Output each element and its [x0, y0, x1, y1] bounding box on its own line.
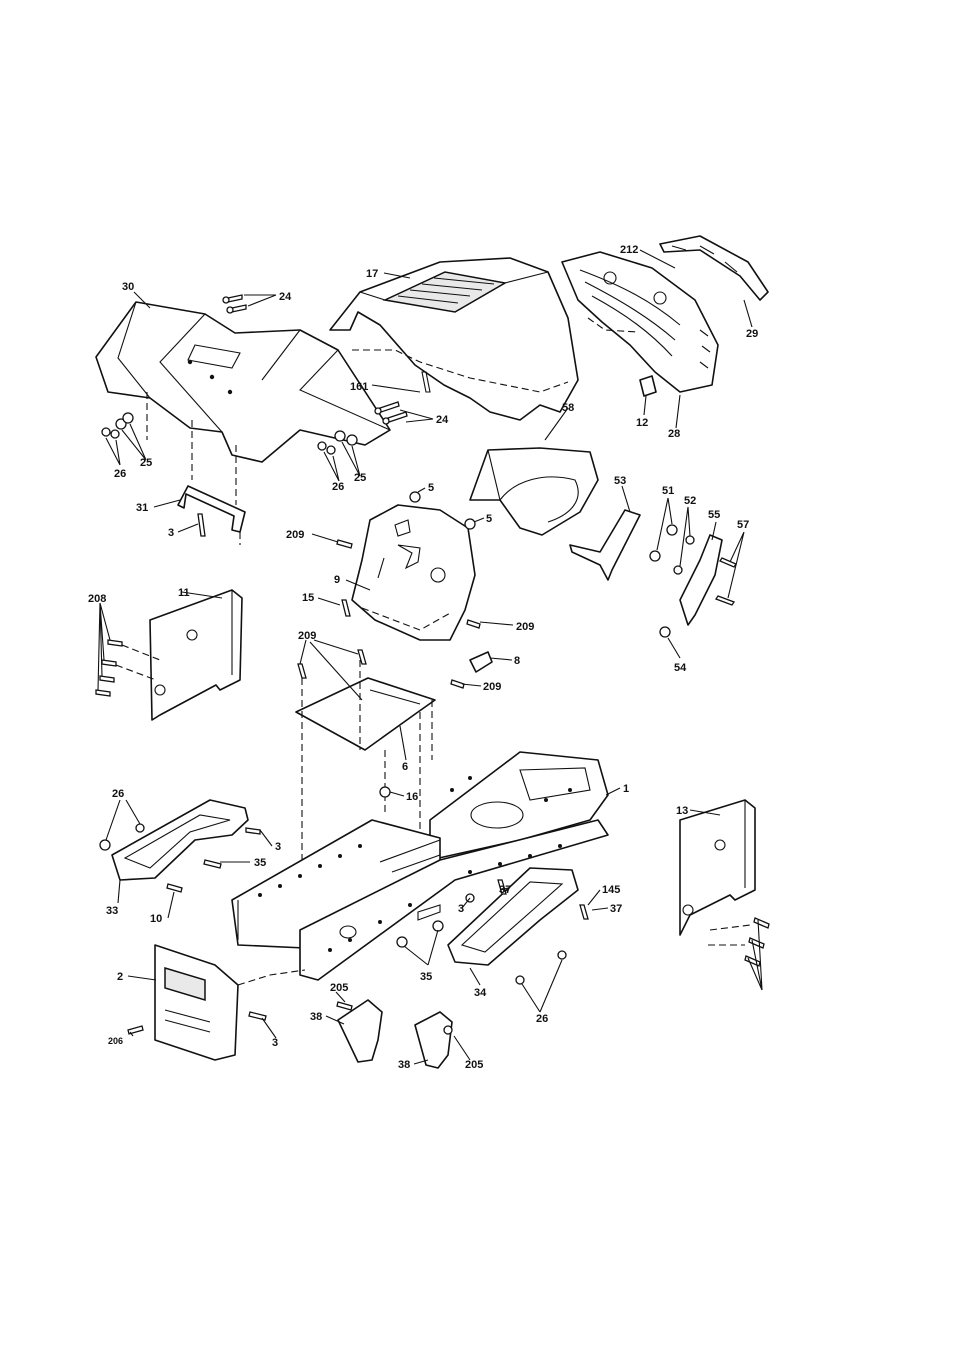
callout-38: 38	[310, 1011, 322, 1023]
callout-24: 24	[279, 291, 292, 303]
callout-26: 26	[114, 468, 126, 480]
callout-31: 31	[136, 502, 148, 514]
clip-part-12	[640, 376, 656, 396]
bracket-part-53	[570, 510, 640, 580]
callout-209: 209	[483, 681, 501, 693]
callout-209: 209	[286, 529, 304, 541]
callout-25: 25	[354, 472, 366, 484]
callout-33: 33	[106, 905, 118, 917]
dash-panel-part-9	[352, 492, 475, 640]
callout-3: 3	[168, 527, 174, 539]
callout-26: 26	[536, 1013, 548, 1025]
callout-212: 212	[620, 244, 638, 256]
side-panel-part-11	[150, 590, 242, 720]
callout-16: 16	[406, 791, 418, 803]
callout-11: 11	[178, 587, 190, 599]
frame-part-1	[232, 752, 608, 980]
callout-2: 2	[117, 971, 123, 983]
callout-54: 54	[674, 662, 687, 674]
callout-34: 34	[474, 987, 487, 999]
callout-1: 1	[623, 783, 629, 795]
callout-57: 57	[737, 519, 749, 531]
callout-10: 10	[150, 913, 162, 925]
callout-9: 9	[334, 574, 340, 586]
callout-145: 145	[602, 884, 620, 896]
callout-206: 206	[108, 1036, 123, 1046]
plate-part-38-left	[337, 1000, 382, 1062]
callout-208: 208	[88, 593, 106, 605]
callout-5: 5	[428, 482, 434, 494]
callout-205: 205	[465, 1059, 483, 1071]
callout-3: 3	[272, 1037, 278, 1049]
callout-51: 51	[662, 485, 674, 497]
callout-29: 29	[746, 328, 758, 340]
callout-35: 35	[420, 971, 432, 983]
callout-205: 205	[330, 982, 348, 994]
callout-25: 25	[140, 457, 152, 469]
callout-17: 17	[366, 268, 378, 280]
callout-5: 5	[486, 513, 492, 525]
bracket-part-31	[178, 486, 245, 545]
washers-25-26-left	[102, 413, 133, 438]
callout-52: 52	[684, 495, 696, 507]
bracket-part-55	[650, 525, 736, 637]
callout-37: 37	[499, 884, 511, 896]
callout-38: 38	[398, 1059, 410, 1071]
callout-30: 30	[122, 281, 134, 293]
callout-35: 35	[254, 857, 266, 869]
callout-3: 3	[458, 903, 464, 915]
callout-58: 58	[562, 402, 574, 414]
callout-209: 209	[298, 630, 316, 642]
plate-part-38-right	[415, 1012, 452, 1068]
callout-8: 8	[514, 655, 520, 667]
footrest-part-33	[100, 800, 260, 892]
callout-28: 28	[668, 428, 680, 440]
callout-209: 209	[516, 621, 534, 633]
callout-15: 15	[302, 592, 314, 604]
callout-12: 12	[636, 417, 648, 429]
bolts-24-top	[223, 295, 246, 313]
callout-3: 3	[275, 841, 281, 853]
callout-37: 37	[610, 903, 622, 915]
callout-26: 26	[112, 788, 124, 800]
callout-161: 161	[350, 381, 368, 393]
callout-55: 55	[708, 509, 720, 521]
callout-6: 6	[402, 761, 408, 773]
bracket-part-2	[128, 945, 305, 1060]
clip-part-8	[470, 652, 492, 672]
callout-53: 53	[614, 475, 626, 487]
callout-26: 26	[332, 481, 344, 493]
grille-part-28	[562, 252, 718, 392]
fender-part-30	[96, 302, 390, 505]
side-panel-part-13	[680, 800, 769, 966]
callout-13: 13	[676, 805, 688, 817]
callout-24: 24	[436, 414, 449, 426]
